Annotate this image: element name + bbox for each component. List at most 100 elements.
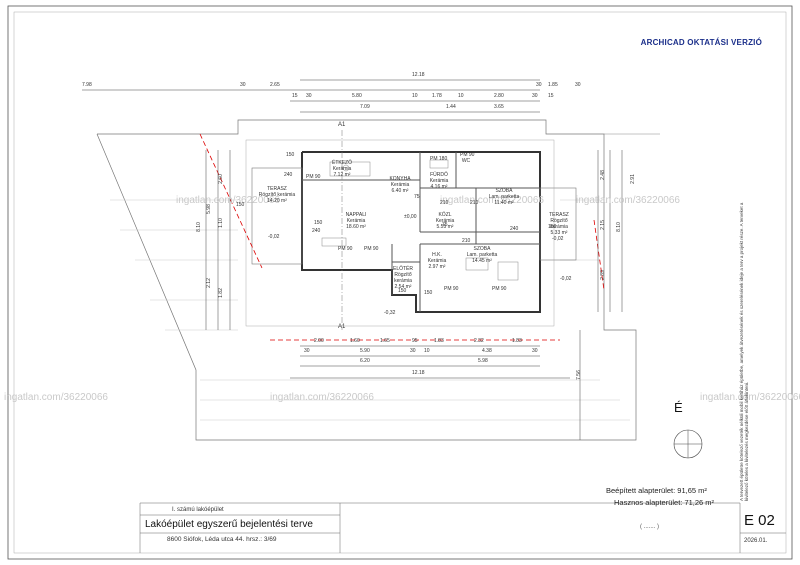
dim-label: 30 xyxy=(532,348,538,354)
room-name: H.K. xyxy=(432,252,442,258)
room-area: 6.40 m² xyxy=(391,188,409,194)
dim-label: 30 xyxy=(575,82,581,88)
room-area: 5.55 m² xyxy=(436,224,454,230)
notes-text: A tervezett épületre kötelező vezeték né… xyxy=(739,202,749,501)
useful-area: Hasznos alapterület: 71,26 m² xyxy=(614,498,715,507)
eaves-outline xyxy=(245,139,555,327)
dim-label: 2.15 xyxy=(599,220,606,230)
room-name: KÖZL xyxy=(438,212,452,218)
room-floor: Lam. parketta xyxy=(466,252,498,258)
level-mark: -0,32 xyxy=(384,310,396,316)
room-area: 2.97 m² xyxy=(428,264,446,270)
terrace-right xyxy=(539,187,577,261)
room-name: TERASZ xyxy=(267,186,287,192)
room-floor: Kerámia xyxy=(390,182,410,188)
terrace-left xyxy=(251,167,303,265)
room-name: WC xyxy=(461,158,471,164)
dim-label: 2.65 xyxy=(270,82,280,88)
dim-label: 1.85 xyxy=(548,82,558,88)
watermark: ingatlan.com/36220066 xyxy=(700,392,800,403)
room-area: 11.40 m² xyxy=(494,200,514,206)
dim-label: 30 xyxy=(306,93,312,99)
room-area: 18.60 m² xyxy=(346,224,366,230)
notes-block: A tervezett épületre kötelező vezeték né… xyxy=(734,200,749,501)
room-floor: Rögzítő kerámia xyxy=(258,192,296,198)
dim-label: 7.98 xyxy=(82,82,92,88)
dim-label: 7.09 xyxy=(360,104,370,110)
north-arrow xyxy=(673,429,703,459)
dim-label: 12.18 xyxy=(412,370,425,376)
dim-label: 12.18 xyxy=(412,72,425,78)
dim-label: 1.65 xyxy=(380,338,390,344)
dim-label: 10 xyxy=(412,93,418,99)
opening-label: PM 90 xyxy=(460,152,475,158)
level-mark: -0,02 xyxy=(560,276,572,282)
plot-boundary xyxy=(96,119,637,441)
dim-label: 8.10 xyxy=(195,222,202,232)
room-area: 5.33 m² xyxy=(550,230,568,236)
signature: ( ....... ) xyxy=(640,524,659,530)
watermark: ingatlan.com/36220066 xyxy=(440,195,544,206)
dim-label: 2.48 xyxy=(599,170,606,180)
opening-label: 150 xyxy=(286,152,295,158)
dim-label: 5.98 xyxy=(205,204,212,214)
room-floor: Kerámia xyxy=(332,166,352,172)
dim-label: 1.44 xyxy=(446,104,456,110)
watermark: ingatlan.com/36220066 xyxy=(270,392,374,403)
dim-label: 30 xyxy=(532,93,538,99)
opening-label: 210 xyxy=(462,238,471,244)
opening-label: 240 xyxy=(284,172,293,178)
sheet-number: E 02 xyxy=(744,512,775,529)
dim-label: 1.83 xyxy=(434,338,444,344)
room-name: KONYHA xyxy=(389,176,411,182)
archicad-version-label: ARCHICAD OKTATÁSI VERZIÓ xyxy=(640,38,762,47)
room-area: 14.45 m² xyxy=(472,258,492,264)
level-mark: -0,02 xyxy=(552,236,564,242)
title-block-frame xyxy=(139,502,786,553)
dim-label: 4.38 xyxy=(482,348,492,354)
drawing-date: 2026.01. xyxy=(744,538,768,544)
dim-label: 15 xyxy=(548,93,554,99)
room-floor: Kerámia xyxy=(427,258,447,264)
interior-walls xyxy=(302,152,540,312)
opening-label: 150 xyxy=(236,202,245,208)
north-label: É xyxy=(674,400,683,415)
dim-label: 2.00 xyxy=(314,338,324,344)
dim-label: 2.80 xyxy=(494,93,504,99)
room-area: 14.20 m² xyxy=(267,198,287,204)
dim-label: 1.83 xyxy=(512,338,522,344)
opening-label: 240 xyxy=(312,228,321,234)
dim-label: 2.32 xyxy=(474,338,484,344)
room-name: TERASZ xyxy=(549,212,569,218)
dim-label: 30 xyxy=(410,348,416,354)
dim-label: 30 xyxy=(304,348,310,354)
room-wc: WC xyxy=(456,158,476,164)
opening-label: 150 xyxy=(548,224,557,230)
address: 8600 Siófok, Léda utca 44. hrsz.: 3/69 xyxy=(167,536,277,543)
room-floor: Kerámia xyxy=(429,178,449,184)
dim-label: 1.60 xyxy=(350,338,360,344)
dim-label: 2.91 xyxy=(629,174,636,184)
opening-label: PM 90 xyxy=(492,286,507,292)
room-name: SZOBA xyxy=(473,246,491,252)
watermark: ingatlan.com/36220066 xyxy=(176,195,280,206)
dim-label: 15 xyxy=(292,93,298,99)
sheet-border xyxy=(7,5,793,560)
drawing-title: Lakóépület egyszerű bejelentési terve xyxy=(145,519,313,530)
room-name: FÜRDŐ xyxy=(430,172,448,178)
sheet-inner-border xyxy=(13,11,787,554)
opening-label: 150 xyxy=(424,290,433,296)
opening-label: 75 xyxy=(442,222,448,228)
room-area: 2.54 m² xyxy=(394,284,412,290)
room-name: ELŐTÉR xyxy=(392,266,413,272)
